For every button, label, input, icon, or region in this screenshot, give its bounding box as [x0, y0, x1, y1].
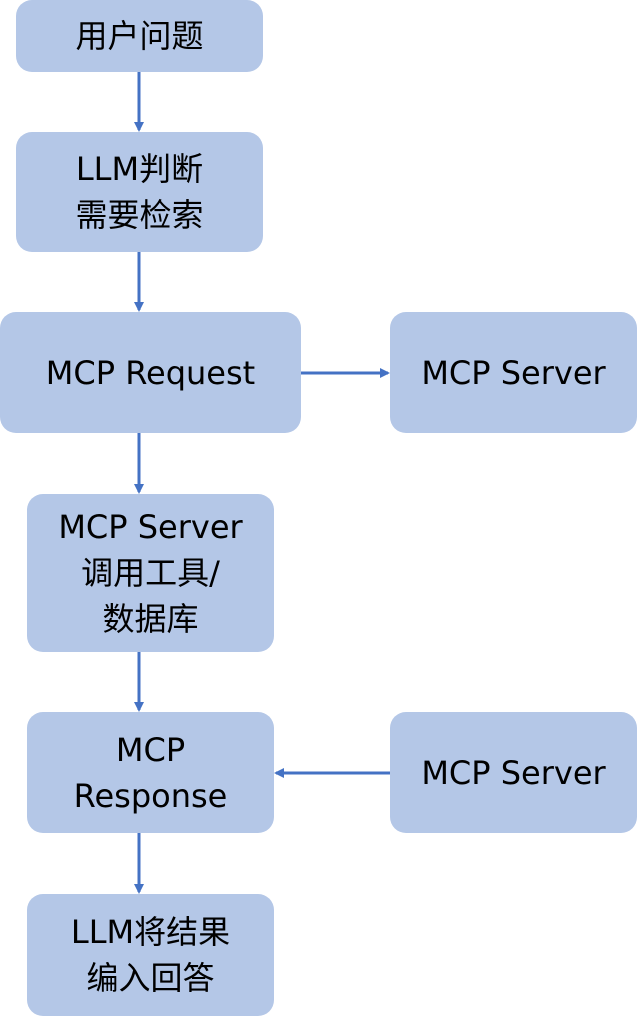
node-mcp-response: MCP Response: [27, 712, 274, 833]
node-llm-compose-answer: LLM将结果 编入回答: [27, 894, 274, 1016]
node-mcp-server-bottom: MCP Server: [390, 712, 637, 833]
node-mcp-server-top: MCP Server: [390, 312, 637, 433]
node-llm-decides-retrieval: LLM判断 需要检索: [16, 132, 263, 252]
node-user-question: 用户问题: [16, 0, 263, 72]
node-mcp-request: MCP Request: [0, 312, 301, 433]
node-mcp-server-calls-tools: MCP Server 调用工具/ 数据库: [27, 494, 274, 652]
